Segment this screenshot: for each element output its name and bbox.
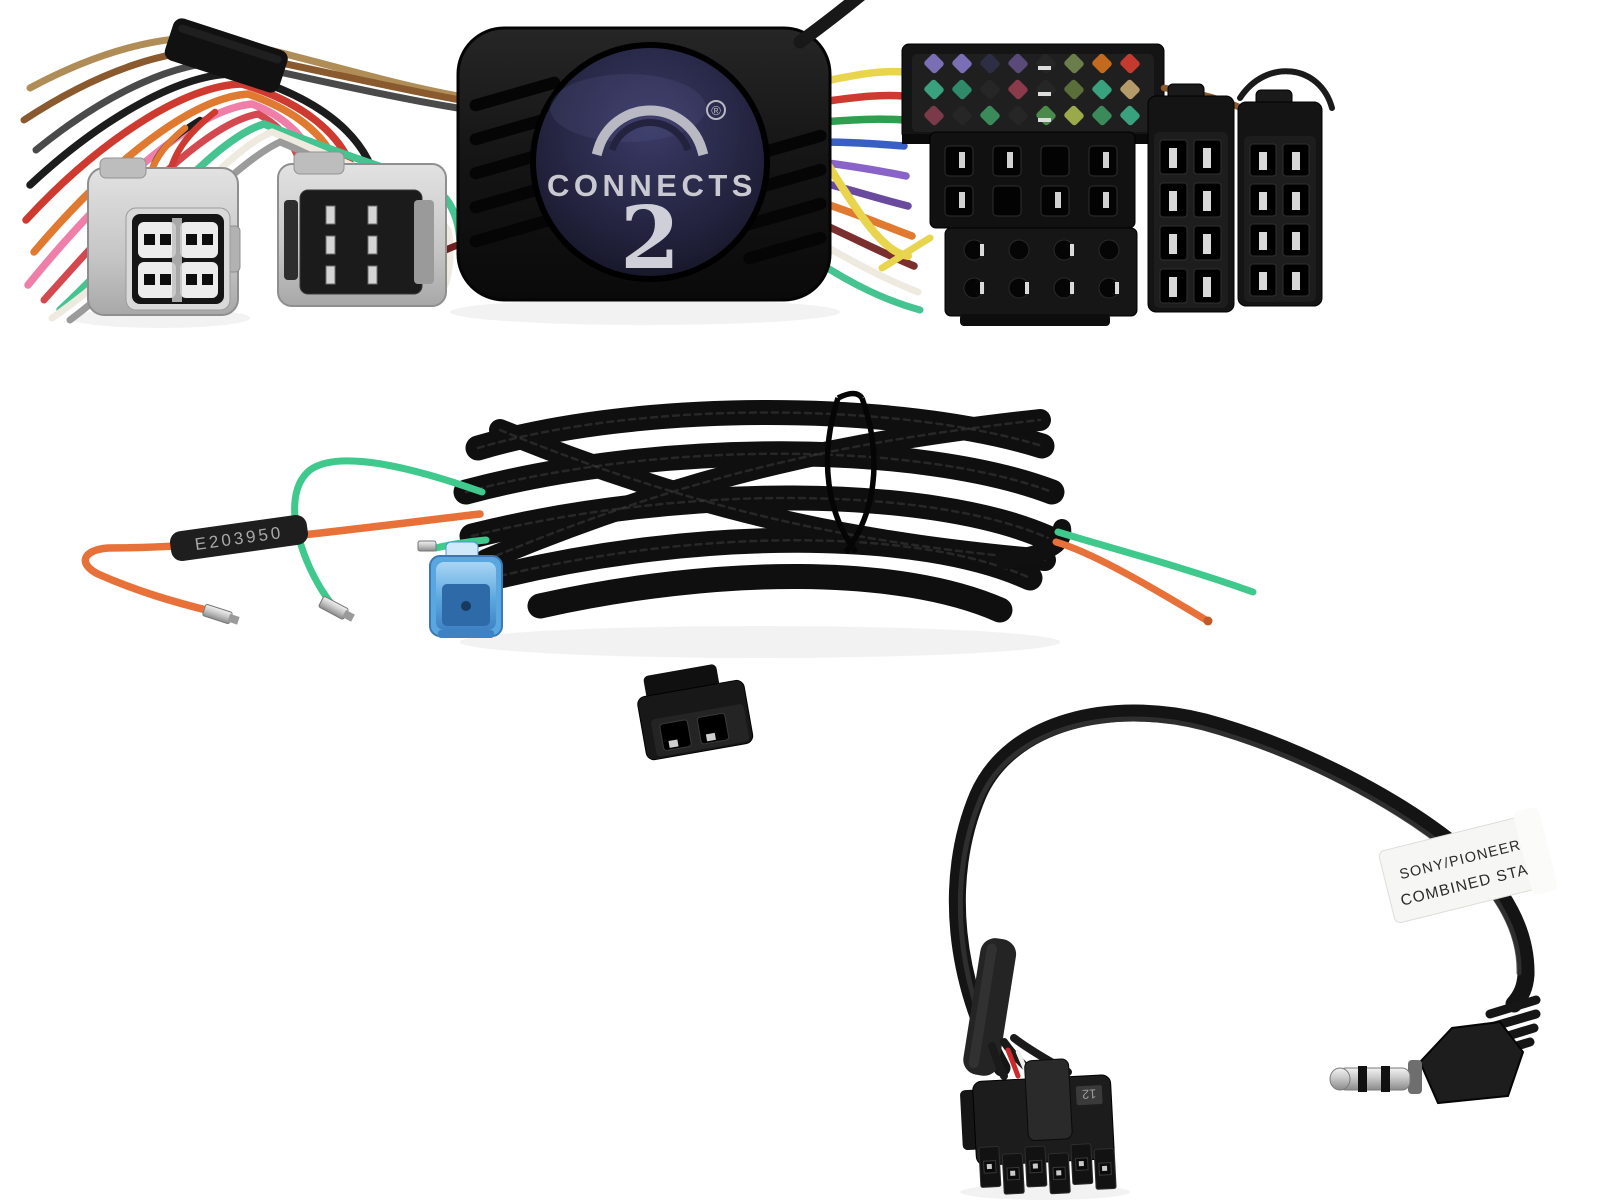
quadlock-pin-seal xyxy=(1092,53,1112,74)
jack-body xyxy=(1418,1020,1525,1105)
molex-12pin-patch-lead: 12 xyxy=(948,704,1558,1195)
tape-wrap xyxy=(164,18,288,93)
iso-male-1-pins xyxy=(1159,139,1222,304)
male-pins xyxy=(325,205,378,285)
quadlock-pin-seal xyxy=(1064,79,1084,100)
quadlock-pin-seal xyxy=(924,105,944,126)
quadlock-pin-seal xyxy=(1092,79,1112,100)
iso-male-connector-1 xyxy=(1147,83,1235,313)
gray-vehicle-connector-female xyxy=(87,157,241,316)
crimp-terminal-orange xyxy=(202,604,240,625)
quadlock-pin-seal xyxy=(952,79,972,100)
wire-sleeve-label: E203950 xyxy=(170,514,308,562)
labelled-pigtail-wires: E203950 xyxy=(81,457,490,625)
quadlock-pin-seal xyxy=(924,79,944,100)
iso-male-connector-2 xyxy=(1237,89,1323,307)
iso-lower-holes xyxy=(963,239,1120,299)
molex-pin-count-marking: 12 xyxy=(1082,1086,1097,1102)
jack-plug-35mm xyxy=(1329,1066,1411,1092)
quadlock-pin-seal xyxy=(980,105,1000,126)
jack-collar xyxy=(1408,1060,1422,1094)
crimp-terminal-short xyxy=(417,540,437,552)
cable-tag-label: SONY/PIONEER COMBINED STA xyxy=(1378,807,1558,924)
quadlock-pin-seal xyxy=(1120,53,1140,74)
connects2-logo: ® CONNECTS 2 xyxy=(547,100,757,289)
two-pin-micro-connector xyxy=(637,664,754,761)
quadlock-pin-seal xyxy=(924,53,944,74)
iso-male-2-pins xyxy=(1249,143,1310,297)
quadlock-pin-seal xyxy=(1008,79,1028,100)
braided-cable-coil xyxy=(466,390,1072,611)
molex-12pin-connector: 12 xyxy=(960,1058,1117,1195)
quadlock-pin-grid xyxy=(924,53,1140,126)
brand-wordmark: CONNECTS xyxy=(547,168,757,203)
right-angle-35mm-jack xyxy=(1329,995,1541,1105)
gray-vehicle-connector-male xyxy=(277,151,447,307)
pin-windows xyxy=(138,218,218,302)
quadlock-pin-seal xyxy=(1064,53,1084,74)
quadlock-face-marks xyxy=(1038,66,1051,122)
quadlock-pin-seal xyxy=(1008,53,1028,74)
heat-shrink xyxy=(963,938,1017,1076)
quadlock-pin-seal xyxy=(980,53,1000,74)
quadlock-pin-seal xyxy=(1092,105,1112,126)
quadlock-pin-seal xyxy=(1008,105,1028,126)
molex-sockets xyxy=(978,1143,1117,1195)
quadlock-pin-seal xyxy=(1120,105,1140,126)
quadlock-pin-seal xyxy=(952,53,972,74)
quadlock-pin-seal xyxy=(980,79,1000,100)
brand-numeral: 2 xyxy=(620,188,680,289)
pigtail-wires-right xyxy=(1052,528,1257,626)
iso-upper-slots xyxy=(944,145,1118,217)
blue-mini-connector xyxy=(429,541,503,638)
registered-mark: ® xyxy=(711,103,721,118)
rubber-band xyxy=(824,390,877,554)
iso-female-block xyxy=(878,131,1138,326)
connects2-interface-box: ® CONNECTS 2 xyxy=(456,0,865,302)
quadlock-pin-seal xyxy=(1064,105,1084,126)
crimp-terminal-green xyxy=(318,596,355,622)
quadlock-pin-seal xyxy=(952,105,972,126)
quadlock-pin-seal xyxy=(1120,79,1140,100)
